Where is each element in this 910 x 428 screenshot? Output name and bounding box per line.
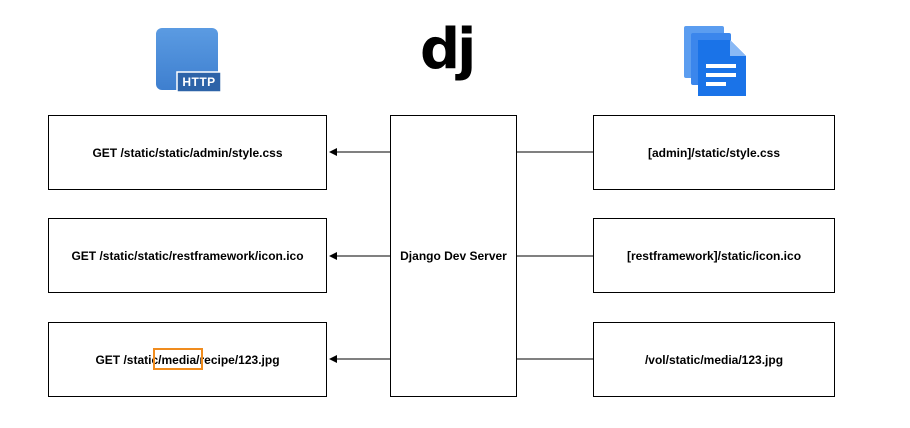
file-box-1: [admin]/static/style.css [593, 115, 835, 190]
django-dev-server-box: Django Dev Server [390, 115, 517, 397]
files-icon [682, 24, 750, 98]
server-label: Django Dev Server [400, 249, 507, 263]
request-label: GET /static/media/recipe/123.jpg [95, 352, 280, 367]
request-box-1: GET /static/static/admin/style.css [48, 115, 327, 190]
request-label: GET /static/static/restframework/icon.ic… [71, 248, 304, 263]
file-label: [admin]/static/style.css [647, 145, 781, 160]
request-box-3: GET /static/media/recipe/123.jpg [48, 322, 327, 397]
media-highlight [153, 348, 203, 370]
file-label: /vol/static/media/123.jpg [644, 352, 784, 367]
django-icon: dj [420, 22, 480, 88]
file-label: [restframework]/static/icon.ico [626, 248, 802, 263]
http-icon: HTTP [155, 27, 223, 93]
request-label: GET /static/static/admin/style.css [92, 145, 283, 160]
request-box-2: GET /static/static/restframework/icon.ic… [48, 218, 327, 293]
http-icon-label: HTTP [182, 75, 216, 89]
django-icon-label: dj [420, 17, 476, 82]
file-box-2: [restframework]/static/icon.ico [593, 218, 835, 293]
file-box-3: /vol/static/media/123.jpg [593, 322, 835, 397]
